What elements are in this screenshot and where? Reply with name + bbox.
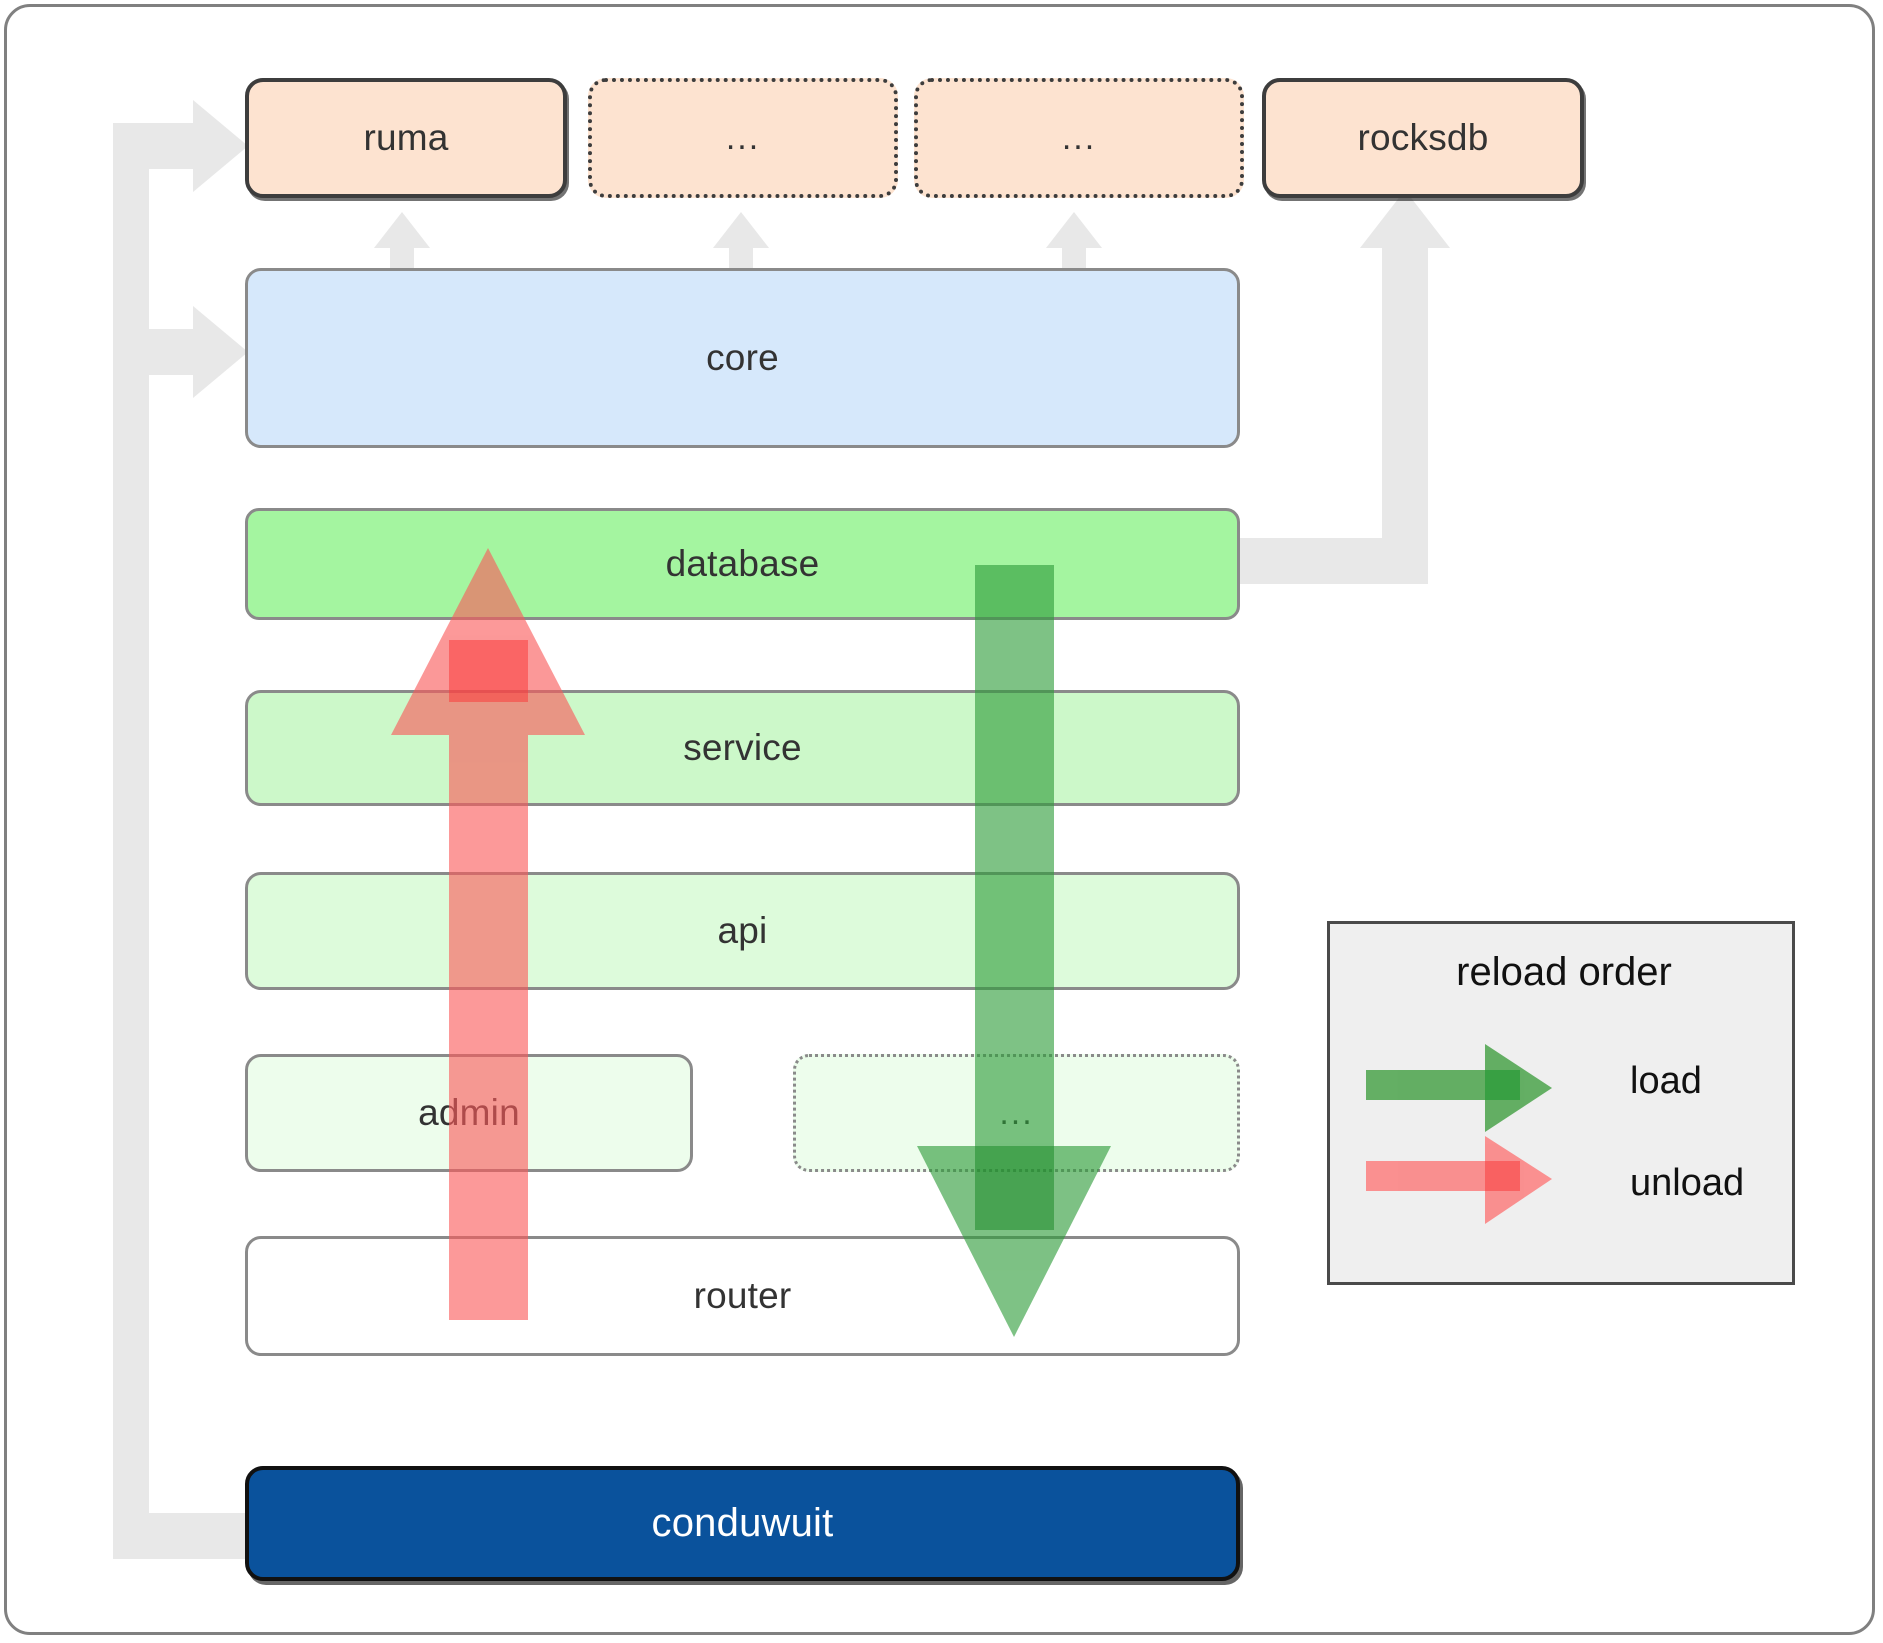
layer-database-label: database bbox=[665, 543, 820, 584]
dependency-ellipsis-1-label: ... bbox=[725, 118, 761, 157]
dependency-rocksdb[interactable]: rocksdb bbox=[1262, 78, 1584, 198]
dependency-ellipsis-2-label: ... bbox=[1061, 118, 1097, 157]
layer-api[interactable]: api bbox=[245, 872, 1240, 990]
layer-core-label: core bbox=[706, 337, 779, 378]
layer-ellipsis-label: ... bbox=[999, 1093, 1034, 1132]
layer-admin-label: admin bbox=[418, 1092, 520, 1133]
root-conduwuit-label: conduwuit bbox=[651, 1501, 834, 1545]
layer-ellipsis[interactable]: ... bbox=[793, 1054, 1240, 1172]
layer-database[interactable]: database bbox=[245, 508, 1240, 620]
layer-api-label: api bbox=[717, 910, 768, 951]
layer-core[interactable]: core bbox=[245, 268, 1240, 448]
legend-label-unload: unload bbox=[1630, 1162, 1745, 1204]
dependency-rocksdb-label: rocksdb bbox=[1357, 117, 1489, 158]
root-conduwuit[interactable]: conduwuit bbox=[245, 1466, 1240, 1581]
layer-router[interactable]: router bbox=[245, 1236, 1240, 1356]
dependency-ruma[interactable]: ruma bbox=[245, 78, 567, 198]
layer-admin[interactable]: admin bbox=[245, 1054, 693, 1172]
layer-router-label: router bbox=[693, 1275, 792, 1316]
legend-reload-order: reload order load unload bbox=[1327, 921, 1795, 1285]
legend-arrow-icons bbox=[1366, 1044, 1552, 1224]
legend-label-load: load bbox=[1630, 1060, 1702, 1102]
unload-arrow-icon bbox=[1366, 1136, 1552, 1224]
dependency-ellipsis-1[interactable]: ... bbox=[588, 78, 898, 198]
layer-service-label: service bbox=[683, 727, 802, 768]
legend-title: reload order bbox=[1456, 950, 1672, 994]
dependency-ruma-label: ruma bbox=[363, 117, 449, 158]
load-arrow-icon bbox=[1366, 1044, 1552, 1132]
dependency-ellipsis-2[interactable]: ... bbox=[914, 78, 1244, 198]
layer-service[interactable]: service bbox=[245, 690, 1240, 806]
